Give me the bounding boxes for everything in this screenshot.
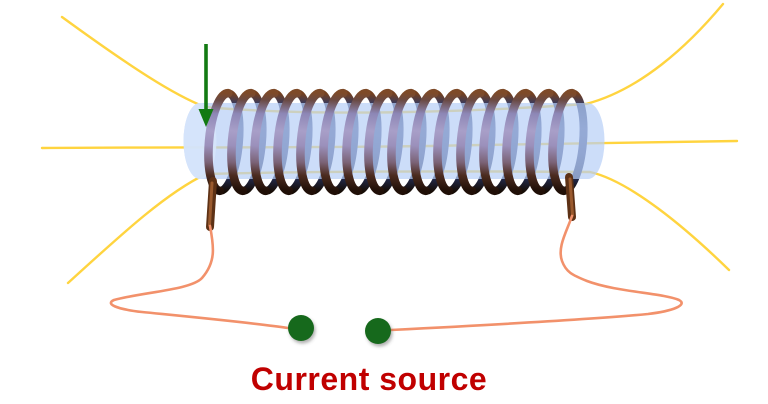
wire-right bbox=[389, 214, 683, 332]
current-source-terminals bbox=[288, 315, 391, 344]
coil-lead-right bbox=[565, 173, 576, 221]
coil-lead-left-highlight bbox=[208, 181, 214, 227]
caption: Current source bbox=[251, 361, 487, 397]
terminal-left bbox=[288, 315, 314, 341]
coil-lead-right-highlight bbox=[568, 177, 574, 217]
circuit-wires bbox=[109, 214, 683, 332]
coil-lead-left bbox=[206, 177, 217, 231]
arrow-head bbox=[198, 109, 214, 127]
terminal-right bbox=[365, 318, 391, 344]
wire-left bbox=[109, 224, 290, 330]
current-direction-arrow bbox=[198, 44, 214, 127]
